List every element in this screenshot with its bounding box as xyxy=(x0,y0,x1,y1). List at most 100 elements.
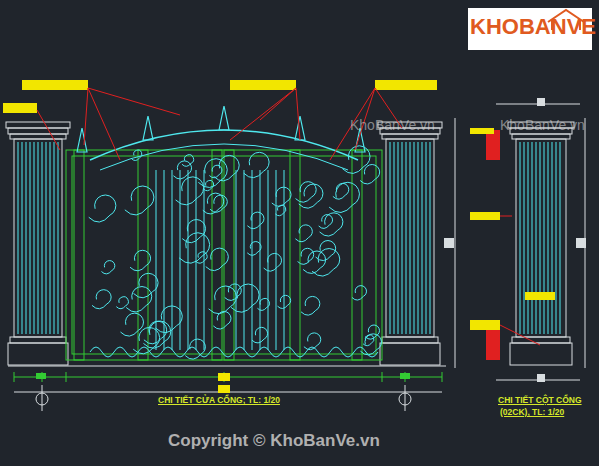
ornament-stroke xyxy=(196,252,207,263)
drawing-rect xyxy=(14,139,62,337)
drawing-line xyxy=(54,142,55,334)
drawing-line xyxy=(544,142,545,334)
ornament-stroke xyxy=(203,181,213,191)
drawing-rect xyxy=(138,150,148,360)
drawing-line xyxy=(410,142,411,334)
ornament-stroke xyxy=(306,347,330,357)
drawing-line xyxy=(230,88,296,140)
ornament-stroke xyxy=(126,287,152,312)
drawing-rect xyxy=(512,134,570,139)
drawing-rect xyxy=(22,80,88,90)
drawing-line xyxy=(422,142,423,334)
drawing-rect xyxy=(510,343,572,365)
ornament-stroke xyxy=(210,195,227,212)
drawing-rect xyxy=(470,212,500,220)
ornament-stroke xyxy=(257,299,269,311)
ornament-stroke xyxy=(320,213,343,236)
ornament-stroke xyxy=(206,248,229,271)
drawing-rect xyxy=(290,150,300,360)
ornament-stroke xyxy=(90,347,114,357)
drawing-line xyxy=(244,170,245,350)
ornament-stroke xyxy=(116,297,128,309)
ornament-stroke xyxy=(92,290,111,309)
ornament-stroke xyxy=(365,325,379,339)
drawing-line xyxy=(455,118,456,368)
ornament-stroke xyxy=(231,284,259,312)
drawing-line xyxy=(540,142,541,334)
view-caption: CHI TIẾT CỘT CỔNG xyxy=(498,395,582,405)
ornament-stroke xyxy=(303,251,325,273)
drawing-line xyxy=(58,142,59,334)
logo-text: KHOBANVE xyxy=(470,14,596,40)
drawing-line xyxy=(196,170,197,350)
ornament-stroke xyxy=(363,335,374,346)
watermark: KhoBanVe.vn xyxy=(500,117,585,133)
drawing-rect xyxy=(36,373,46,379)
drawing-line xyxy=(394,142,395,334)
drawing-rect xyxy=(382,337,438,343)
ornament-stroke xyxy=(342,146,370,174)
ornament-stroke xyxy=(143,116,153,140)
ornament-stroke xyxy=(134,273,159,297)
ornament-stroke xyxy=(173,161,191,179)
drawing-line xyxy=(532,142,533,334)
drawing-line xyxy=(560,142,561,334)
drawing-line xyxy=(406,142,407,334)
ornament-stroke xyxy=(275,205,285,215)
drawing-line xyxy=(50,142,51,334)
drawing-line xyxy=(22,142,23,334)
drawing-rect xyxy=(218,385,230,393)
ornament-stroke xyxy=(252,327,268,343)
drawing-line xyxy=(42,385,43,411)
ornament-stroke xyxy=(155,306,182,333)
ornament-stroke xyxy=(179,233,210,263)
drawing-line xyxy=(390,142,391,334)
ornament-stroke xyxy=(295,225,312,242)
ornament-stroke xyxy=(209,165,222,178)
ornament-stroke xyxy=(354,347,378,357)
ornament-stroke xyxy=(360,334,381,355)
drawing-line xyxy=(418,142,419,334)
drawing-rect xyxy=(6,122,70,128)
drawing-rect xyxy=(470,128,494,134)
drawing-rect xyxy=(537,374,545,382)
view-caption: CHI TIẾT CỬA CỔNG; TL: 1/20 xyxy=(158,395,280,405)
ornament-stroke xyxy=(277,295,290,308)
drawing-line xyxy=(37,110,60,150)
ornament-stroke xyxy=(210,347,234,357)
drawing-rect xyxy=(486,130,500,160)
drawing-rect xyxy=(224,150,234,360)
ornament-stroke xyxy=(301,296,320,315)
drawing-line xyxy=(156,170,157,350)
drawing-line xyxy=(296,88,300,140)
ornament-stroke xyxy=(219,106,229,130)
drawing-line xyxy=(524,142,525,334)
ornament-stroke xyxy=(90,130,358,160)
ornament-stroke xyxy=(333,183,349,199)
ornament-stroke xyxy=(247,242,261,256)
drawing-line xyxy=(426,142,427,334)
drawing-rect xyxy=(74,150,84,360)
drawing-line xyxy=(520,142,521,334)
ornament-stroke xyxy=(330,347,354,357)
drawing-line xyxy=(500,216,512,217)
drawing-rect xyxy=(576,238,586,248)
drawing-rect xyxy=(375,80,437,90)
ornament-stroke xyxy=(131,150,141,160)
drawing-line xyxy=(552,142,553,334)
ornament-stroke xyxy=(133,327,159,353)
drawing-rect xyxy=(512,337,570,343)
drawing-rect xyxy=(380,343,440,365)
drawing-line xyxy=(46,142,47,334)
drawing-line xyxy=(430,142,431,334)
ornament-stroke xyxy=(213,311,231,329)
drawing-rect xyxy=(66,150,382,360)
drawing-line xyxy=(260,88,296,120)
ornament-stroke xyxy=(244,152,269,177)
drawing-line xyxy=(556,142,557,334)
ornament-stroke xyxy=(209,286,237,314)
drawing-line xyxy=(66,372,67,382)
drawing-line xyxy=(42,142,43,334)
drawing-rect xyxy=(486,330,500,360)
ornament-stroke xyxy=(77,128,87,152)
